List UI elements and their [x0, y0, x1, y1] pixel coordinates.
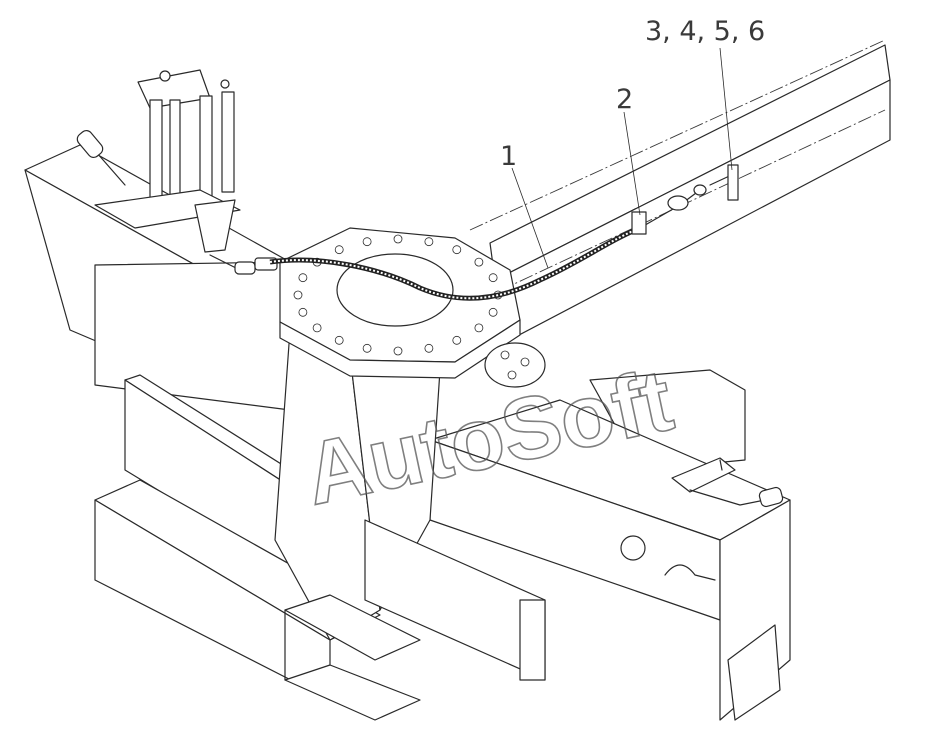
cable-assembly: [269, 164, 739, 301]
bottom-bracket: [284, 594, 421, 721]
bolt-hole: [362, 237, 372, 247]
bolt-hole: [393, 346, 403, 356]
callout-leaders: [511, 47, 733, 269]
bolt-hole: [312, 323, 322, 333]
bolt-hole: [293, 290, 303, 300]
bolt-hole: [452, 335, 462, 345]
bolt-hole: [334, 335, 344, 345]
bolt-hole: [393, 234, 403, 244]
side-rail-upper: [469, 39, 891, 346]
bolt-hole: [488, 273, 498, 283]
callout-2: 2: [616, 84, 633, 115]
bolt-hole: [362, 343, 372, 353]
right-box-member: [429, 369, 791, 721]
fifth-wheel-plate: [279, 227, 521, 379]
bolt-hole: [298, 273, 308, 283]
bolt-hole: [474, 257, 484, 267]
bolt-hole: [334, 245, 344, 255]
bolt-hole: [474, 323, 484, 333]
bolt-hole: [452, 245, 462, 255]
release-lever-right: [671, 457, 784, 508]
kingpin-block: [484, 342, 546, 388]
bolt-hole: [424, 343, 434, 353]
bolt-hole: [298, 307, 308, 317]
callout-3-4-5-6: 3, 4, 5, 6: [645, 16, 765, 47]
callout-1: 1: [500, 141, 517, 172]
lever-mechanism: [76, 69, 278, 275]
bolt-hole: [424, 237, 434, 247]
bolt-hole: [488, 307, 498, 317]
